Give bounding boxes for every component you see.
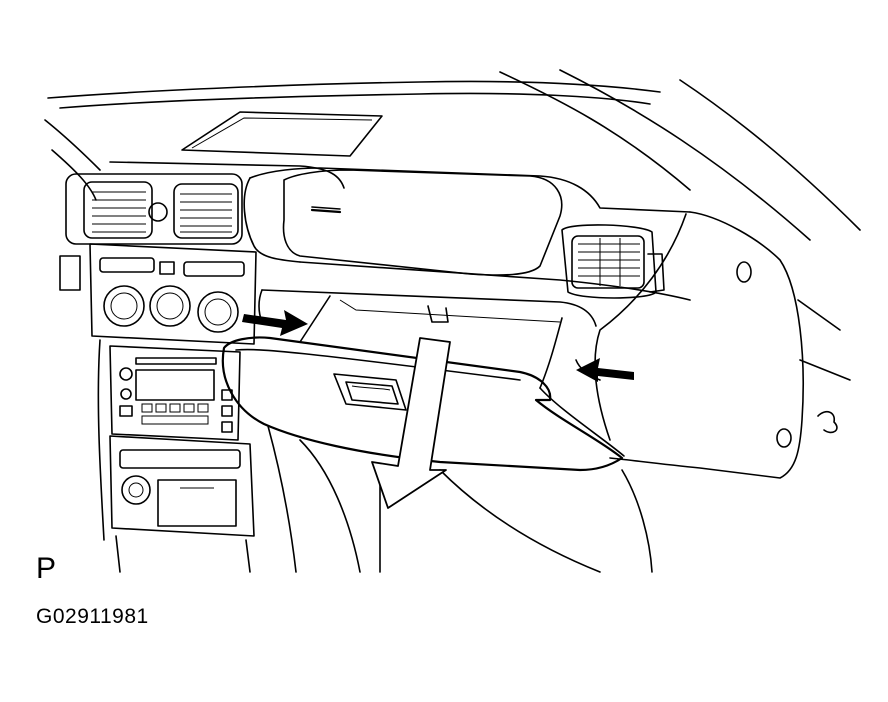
view-letter-label: P — [36, 552, 57, 585]
lower-dash-area — [267, 425, 653, 573]
upper-dash-panel — [109, 161, 691, 301]
arrow-right-icon — [242, 310, 308, 336]
audio-unit — [109, 345, 241, 441]
climate-control-panel — [59, 243, 257, 345]
passenger-side-panel — [575, 211, 851, 479]
defroster-vent — [181, 111, 383, 157]
dashboard-upper-outline — [44, 69, 861, 241]
center-air-vents — [65, 173, 243, 245]
lower-center-console — [97, 339, 255, 573]
arrow-left-icon — [576, 358, 634, 382]
passenger-air-vent — [561, 224, 665, 299]
glove-box-cavity — [258, 289, 597, 389]
arrow-down-icon — [371, 337, 451, 509]
figure-code-label: G02911981 — [36, 605, 149, 628]
